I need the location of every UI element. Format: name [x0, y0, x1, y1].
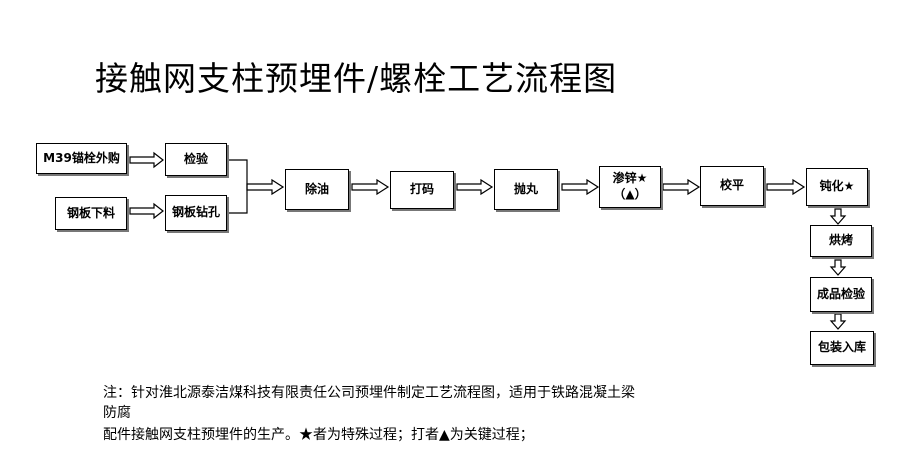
note-line-2: 防腐	[103, 405, 131, 421]
step-packaging: 包装入库	[810, 331, 874, 365]
arrow-dama-paowan	[456, 178, 494, 196]
step-chuyou-label: 除油	[304, 181, 329, 196]
page-title: 接触网支柱预埋件/螺栓工艺流程图	[95, 59, 618, 98]
step-shot-blasting: 抛丸	[494, 169, 558, 210]
step-jiaoping-label: 校平	[719, 178, 744, 193]
arrow-chengpin-baozhuang	[829, 313, 847, 330]
step-passivation: 钝化★	[806, 168, 868, 206]
step-steel-cutting: 钢板下料	[55, 197, 127, 230]
arrow-jiaoping-dunhua	[766, 178, 806, 196]
merge-line-top	[229, 159, 248, 187]
arrow-paowan-shenxin	[561, 178, 600, 196]
arrow-gangban-zuankong	[129, 202, 164, 220]
step-final-inspection: 成品检验	[810, 277, 872, 312]
note-line-3: 配件接触网支柱预埋件的生产。★者为特殊过程；打者▲为关键过程；	[103, 427, 534, 443]
step-dunhua-label: 钝化★	[819, 179, 855, 194]
arrow-hongkao-chengpin	[829, 259, 847, 276]
step-m39-purchase: M39锚栓外购	[36, 143, 127, 174]
note-line-1: 注：针对淮北源泰洁煤科技有限责任公司预埋件制定工艺流程图，适用于铁路混凝土梁	[103, 385, 635, 401]
step-zuankong-label: 钢板钻孔	[171, 205, 220, 220]
merge-line-bottom	[229, 187, 248, 214]
step-m39-label: M39锚栓外购	[43, 150, 120, 165]
arrow-chuyou-dama	[351, 178, 390, 196]
step-drilling: 钢板钻孔	[165, 195, 227, 231]
step-shenxin-key-mark: （▲）	[613, 187, 647, 201]
step-inspection: 检验	[165, 143, 227, 176]
step-jianyan-label: 检验	[183, 151, 208, 166]
step-zinc-diffusion: 渗锌★ （▲）	[599, 166, 661, 208]
step-shenxin-label: 渗锌★	[612, 171, 648, 186]
step-dama-label: 打码	[409, 182, 434, 197]
step-marking: 打码	[390, 171, 454, 209]
step-gangban-label: 钢板下料	[66, 205, 115, 220]
step-baozhuang-label: 包装入库	[817, 340, 866, 355]
arrow-m39-jianyan	[129, 151, 164, 169]
step-paowan-label: 抛丸	[513, 181, 538, 196]
step-baking: 烘烤	[810, 225, 872, 257]
step-chengpin-label: 成品检验	[816, 286, 865, 301]
step-hongkao-label: 烘烤	[828, 233, 853, 248]
arrow-dunhua-hongkao	[829, 208, 847, 225]
arrow-merge-chuyou	[246, 178, 285, 196]
step-degreasing: 除油	[285, 169, 349, 210]
step-leveling: 校平	[700, 166, 764, 206]
arrow-shenxin-jiaoping	[662, 178, 701, 196]
